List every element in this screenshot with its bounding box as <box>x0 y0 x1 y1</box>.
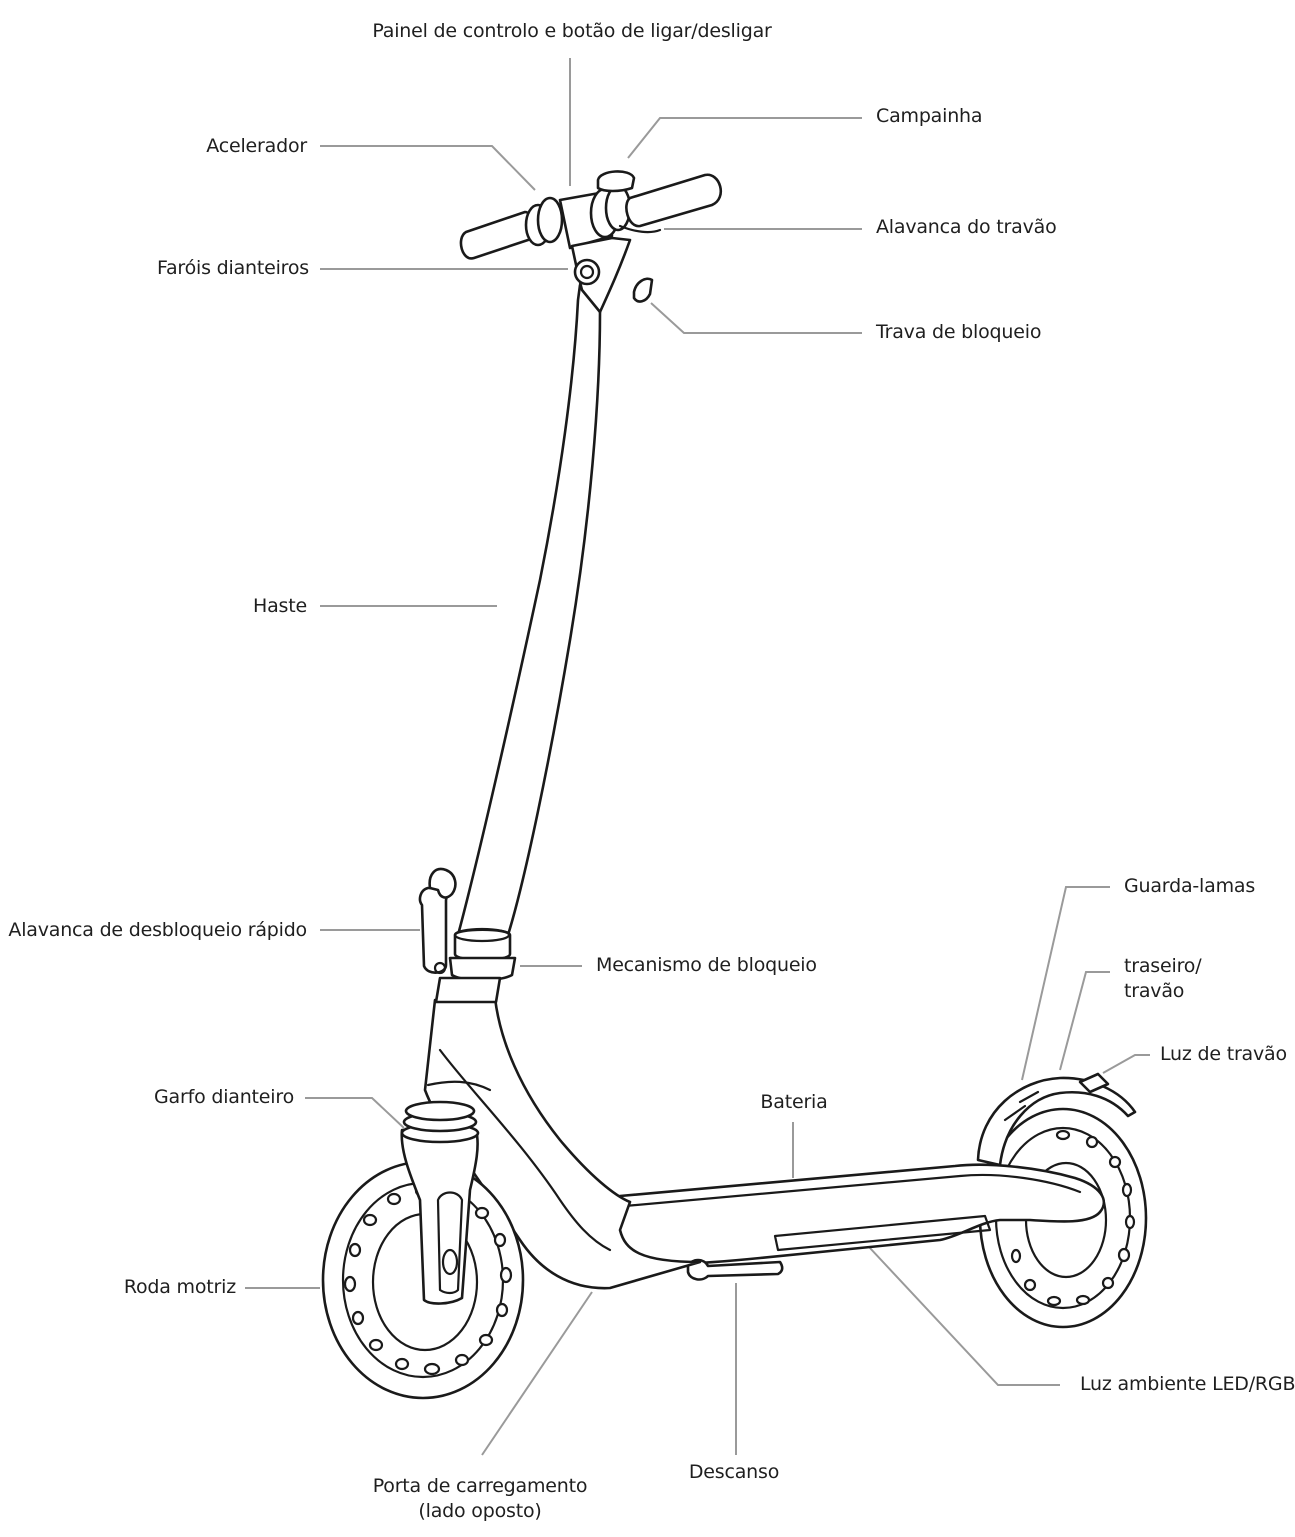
leader-luz-ambiente <box>854 1231 1060 1386</box>
deck <box>598 1163 1106 1281</box>
label-campainha: Campainha <box>876 105 983 127</box>
leader-porta <box>481 1291 593 1456</box>
label-descanso: Descanso <box>688 1461 780 1483</box>
label-alavanca-travao: Alavanca do travão <box>876 216 1057 238</box>
handlebar <box>459 170 723 314</box>
label-painel: Painel de controlo e botão de ligar/desl… <box>372 20 772 42</box>
label-luz-travao: Luz de travão <box>1160 1043 1287 1065</box>
front-fork <box>400 1100 480 1305</box>
label-luz-ambiente: Luz ambiente LED/RGB <box>1080 1373 1295 1395</box>
label-mecanismo: Mecanismo de bloqueio <box>596 954 817 976</box>
label-traseiro-line2: travão <box>1124 980 1185 1002</box>
rear-fender <box>976 1072 1137 1167</box>
label-acelerador: Acelerador <box>206 135 307 157</box>
label-porta-line2: (lado oposto) <box>418 1500 542 1522</box>
rear-wheel-holes <box>1010 1129 1136 1307</box>
label-farois: Faróis dianteiros <box>156 257 309 279</box>
label-bateria: Bateria <box>760 1091 828 1113</box>
leader-trava <box>650 302 862 334</box>
label-haste: Haste <box>253 595 307 617</box>
leader-acelerador <box>320 145 536 191</box>
label-garfo: Garfo dianteiro <box>154 1086 294 1108</box>
stem <box>418 283 602 1004</box>
label-roda: Roda motriz <box>123 1276 236 1298</box>
label-guarda-lamas: Guarda-lamas <box>1124 875 1256 897</box>
leader-campainha <box>627 117 862 159</box>
leader-traseiro <box>1059 971 1110 1071</box>
leader-luz-travao <box>1102 1054 1150 1074</box>
leader-garfo <box>305 1097 405 1129</box>
label-porta-line1: Porta de carregamento <box>372 1475 588 1497</box>
leader-guarda-lamas <box>1021 886 1110 1081</box>
label-trava: Trava de bloqueio <box>876 321 1042 343</box>
label-traseiro-line1: traseiro/ <box>1124 955 1202 977</box>
label-alavanca-desbloqueio: Alavanca de desbloqueio rápido <box>8 919 307 941</box>
leader-lines <box>245 58 1150 1456</box>
